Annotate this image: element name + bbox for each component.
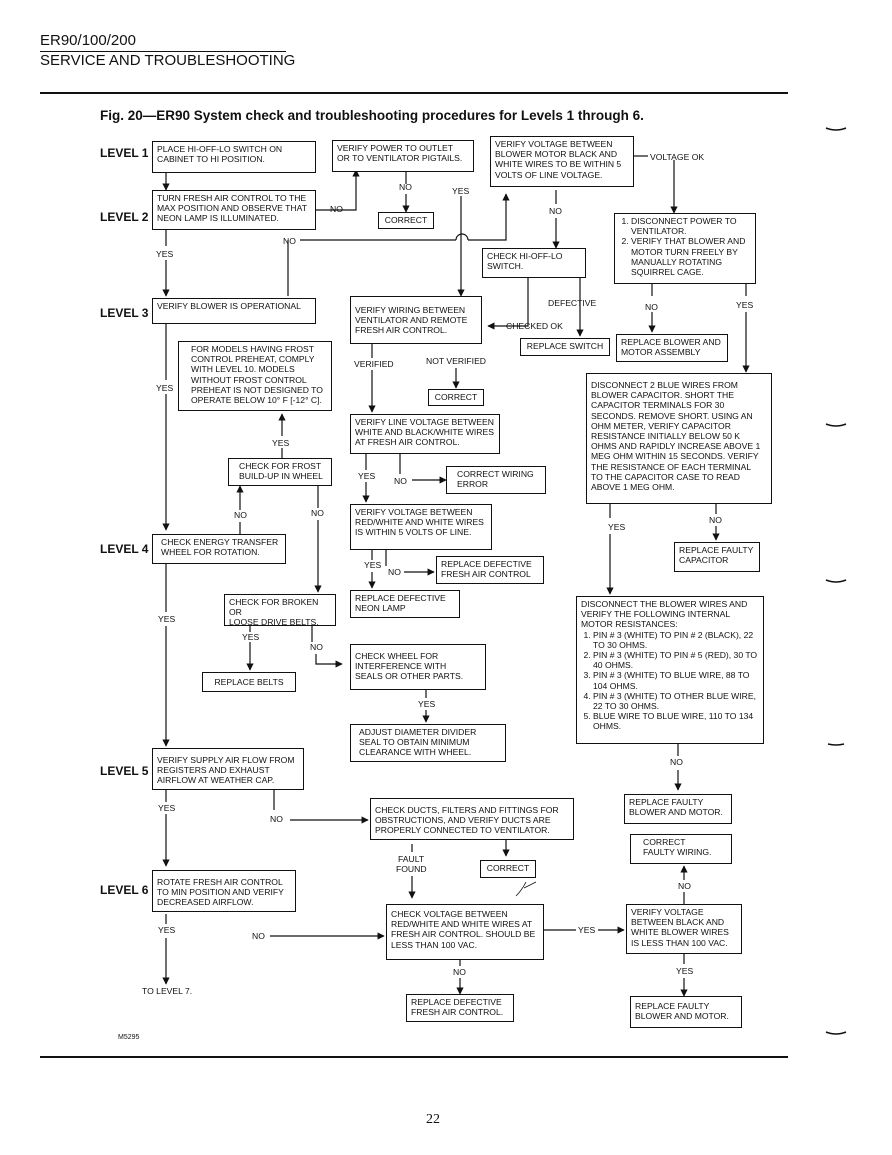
label-no: NO xyxy=(453,967,466,977)
label-found: FOUND xyxy=(396,864,427,874)
label-yes: YES xyxy=(158,614,176,624)
label-fault: FAULT xyxy=(398,854,425,864)
label-yes: YES xyxy=(452,186,470,196)
label-yes: YES xyxy=(156,249,174,259)
label-no: NO xyxy=(310,642,323,652)
label-yes: YES xyxy=(158,925,176,935)
label-no: NO xyxy=(270,814,283,824)
label-yes: YES xyxy=(736,300,754,310)
box-correct-wiring: CORRECT xyxy=(428,389,484,406)
box-replace-switch: REPLACE SWITCH xyxy=(520,338,610,356)
bottom-rule xyxy=(40,1056,788,1058)
label-yes: YES xyxy=(364,560,382,570)
page-number: 22 xyxy=(426,1112,440,1127)
level-1-label: LEVEL 1 xyxy=(100,146,149,160)
label-no: NO xyxy=(670,757,683,767)
level-4-label: LEVEL 4 xyxy=(100,542,149,556)
label-yes: YES xyxy=(272,438,290,448)
label-yes: YES xyxy=(158,803,176,813)
box-correct-power: CORRECT xyxy=(378,212,434,229)
label-no: NO xyxy=(645,302,658,312)
top-rule xyxy=(40,92,788,94)
label-no: NO xyxy=(252,931,265,941)
header-section: SERVICE AND TROUBLESHOOTING xyxy=(40,52,296,69)
label-verified: VERIFIED xyxy=(354,359,394,369)
label-no: NO xyxy=(283,236,296,246)
label-no: NO xyxy=(399,182,412,192)
label-no: NO xyxy=(234,510,247,520)
box-replace-belts: REPLACE BELTS xyxy=(202,672,296,692)
label-checked-ok: CHECKED OK xyxy=(506,321,563,331)
label-no: NO xyxy=(709,515,722,525)
box-verify-blower-operational: VERIFY BLOWER IS OPERATIONAL xyxy=(152,298,316,324)
label-yes: YES xyxy=(418,699,436,709)
label-no: NO xyxy=(394,476,407,486)
label-no: NO xyxy=(549,206,562,216)
box-disconnect-power: DISCONNECT POWER TO VENTILATOR.VERIFY TH… xyxy=(614,213,756,284)
label-yes: YES xyxy=(676,966,694,976)
label-no: NO xyxy=(330,204,343,214)
level-2-label: LEVEL 2 xyxy=(100,210,149,224)
label-yes: YES xyxy=(358,471,376,481)
label-no: NO xyxy=(311,508,324,518)
label-voltage-ok: VOLTAGE OK xyxy=(650,152,705,162)
label-no: NO xyxy=(388,567,401,577)
header-model: ER90/100/200 xyxy=(40,32,136,49)
label-yes: YES xyxy=(156,383,174,393)
level-3-label: LEVEL 3 xyxy=(100,306,149,320)
level-6-label: LEVEL 6 xyxy=(100,883,149,897)
label-not-verified: NOT VERIFIED xyxy=(426,356,487,366)
level-5-label: LEVEL 5 xyxy=(100,764,149,778)
header-divider xyxy=(40,51,286,52)
label-defective: DEFECTIVE xyxy=(548,298,597,308)
box-correct-ducts: CORRECT xyxy=(480,860,536,878)
label-yes: YES xyxy=(578,925,596,935)
label-to-level-7: TO LEVEL 7. xyxy=(142,986,193,996)
label-no: NO xyxy=(678,881,691,891)
figure-title: Fig. 20—ER90 System check and troublesho… xyxy=(100,108,644,123)
label-yes: YES xyxy=(242,632,260,642)
figure-code: M5295 xyxy=(118,1034,140,1041)
label-yes: YES xyxy=(608,522,626,532)
